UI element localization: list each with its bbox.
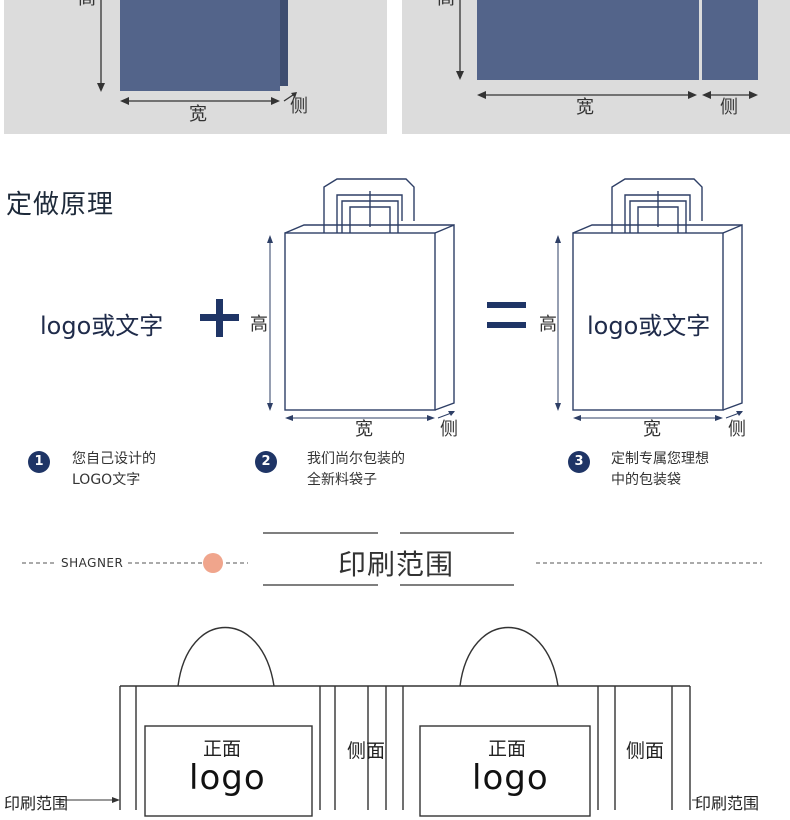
left-front-label: 正面	[203, 738, 242, 760]
principle-title: 定做原理	[6, 190, 115, 220]
top-right-width-label: 宽	[576, 97, 594, 118]
right-logo-label: logo	[472, 758, 549, 798]
blank-bag-width-label: 宽	[355, 419, 373, 440]
equals-icon	[487, 302, 526, 328]
top-left-side-label: 侧	[290, 96, 308, 117]
bottom-left-print-range-partial: 印刷范围	[4, 794, 69, 813]
printed-bag-side-label: 侧	[728, 419, 746, 440]
step-2-number: 2	[255, 451, 277, 473]
top-right-height-label: 高	[437, 0, 455, 8]
step-1-text: 您自己设计的 LOGO文字	[72, 451, 156, 488]
blank-bag-outline	[267, 178, 455, 421]
step-2-text: 我们尚尔包装的 全新料袋子	[307, 451, 405, 488]
blank-bag-side-label: 侧	[440, 419, 458, 440]
top-right-bag-side	[702, 0, 758, 80]
top-left-bag-front	[120, 0, 280, 91]
top-right-side-label: 侧	[720, 97, 738, 118]
printed-bag-outline	[555, 178, 743, 421]
printed-bag-height-label: 高	[539, 314, 557, 335]
blank-bag-height-label: 高	[250, 314, 268, 335]
print-range-title: 印刷范围	[338, 548, 455, 581]
logo-text-input: logo或文字	[40, 312, 164, 340]
bottom-right-print-range-partial: 印刷范围	[695, 794, 760, 813]
printed-bag-width-label: 宽	[643, 419, 661, 440]
left-logo-label: logo	[189, 758, 266, 798]
top-left-dimension-lines	[97, 0, 297, 105]
top-left-width-label: 宽	[189, 104, 207, 125]
top-left-height-label: 高	[78, 0, 96, 8]
step-3-text: 定制专属您理想 中的包装袋	[611, 451, 709, 488]
step-3-number: 3	[568, 451, 590, 473]
print-range-diagram	[60, 626, 700, 817]
top-right-dimension-lines	[456, 0, 758, 99]
top-right-bag-front	[477, 0, 699, 80]
plus-icon	[200, 299, 239, 337]
right-side-label: 侧面	[626, 740, 665, 762]
right-front-label: 正面	[488, 738, 527, 760]
accent-dot	[203, 553, 223, 573]
step-1-number: 1	[28, 451, 50, 473]
left-side-label: 侧面	[347, 740, 386, 762]
brand-label: SHAGNER	[61, 556, 124, 570]
top-left-bag-side	[280, 0, 288, 86]
printed-bag-logo-text: logo或文字	[587, 312, 711, 340]
print-range-divider	[22, 532, 762, 586]
